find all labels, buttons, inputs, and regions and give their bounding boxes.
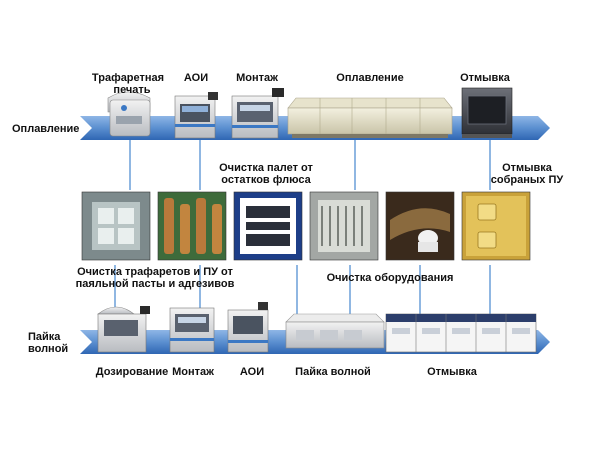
washing-machine-top (461, 87, 513, 138)
dispenser-machine (97, 306, 150, 353)
step-label-aoi-top: АОИ (183, 72, 209, 84)
label-pallet-cleaning-line1: Очистка палет от (219, 162, 313, 174)
step-label-dispensing: Дозирование (95, 366, 169, 378)
step-label-washing-bottom: Отмывка (427, 366, 477, 378)
mounting-machine-top (231, 88, 284, 139)
connector-lines (114, 140, 491, 315)
stencil-printer-machine (107, 91, 151, 137)
pcb-photo (157, 191, 227, 261)
row-label-wave-line2: волной (28, 343, 69, 355)
label-assembled-wash-line1: Отмывка (502, 162, 552, 174)
row-label-reflow: Оплавление (12, 123, 80, 135)
step-label-mounting-bottom: Монтаж (172, 366, 214, 378)
stencil-photo (81, 191, 151, 261)
step-label-wave-soldering: Пайка волной (295, 366, 371, 378)
step-label-mounting-top: Монтаж (236, 72, 278, 84)
label-equipment-cleaning: Очистка оборудования (326, 272, 454, 284)
aoi-machine-top (174, 92, 218, 139)
step-label-stencil-print-line2: печать (113, 84, 151, 96)
aoi-machine-bottom (227, 302, 269, 353)
equipment-photo-2 (385, 191, 455, 261)
step-label-stencil-print-line1: Трафаретная (91, 72, 165, 84)
label-stencil-cleaning-line1: Очистка трафаретов и ПУ от (77, 266, 233, 278)
equipment-photo-1 (309, 191, 379, 261)
label-assembled-wash-line2: собраных ПУ (490, 174, 564, 186)
row-label-wave-line1: Пайка (28, 331, 61, 343)
wave-solder-machine (285, 313, 385, 349)
reflow-oven-machine (287, 97, 453, 138)
step-label-reflow: Оплавление (336, 72, 404, 84)
label-stencil-cleaning-line2: паяльной пасты и адгезивов (75, 278, 235, 290)
label-pallet-cleaning-line2: остатков флюса (221, 174, 311, 186)
assembled-pcb-photo (461, 191, 531, 261)
step-label-washing-top: Отмывка (460, 72, 510, 84)
mounting-machine-bottom (169, 307, 215, 353)
inline-wash-machine (385, 313, 537, 353)
pallet-photo (233, 191, 303, 261)
step-label-aoi-bottom: АОИ (239, 366, 265, 378)
